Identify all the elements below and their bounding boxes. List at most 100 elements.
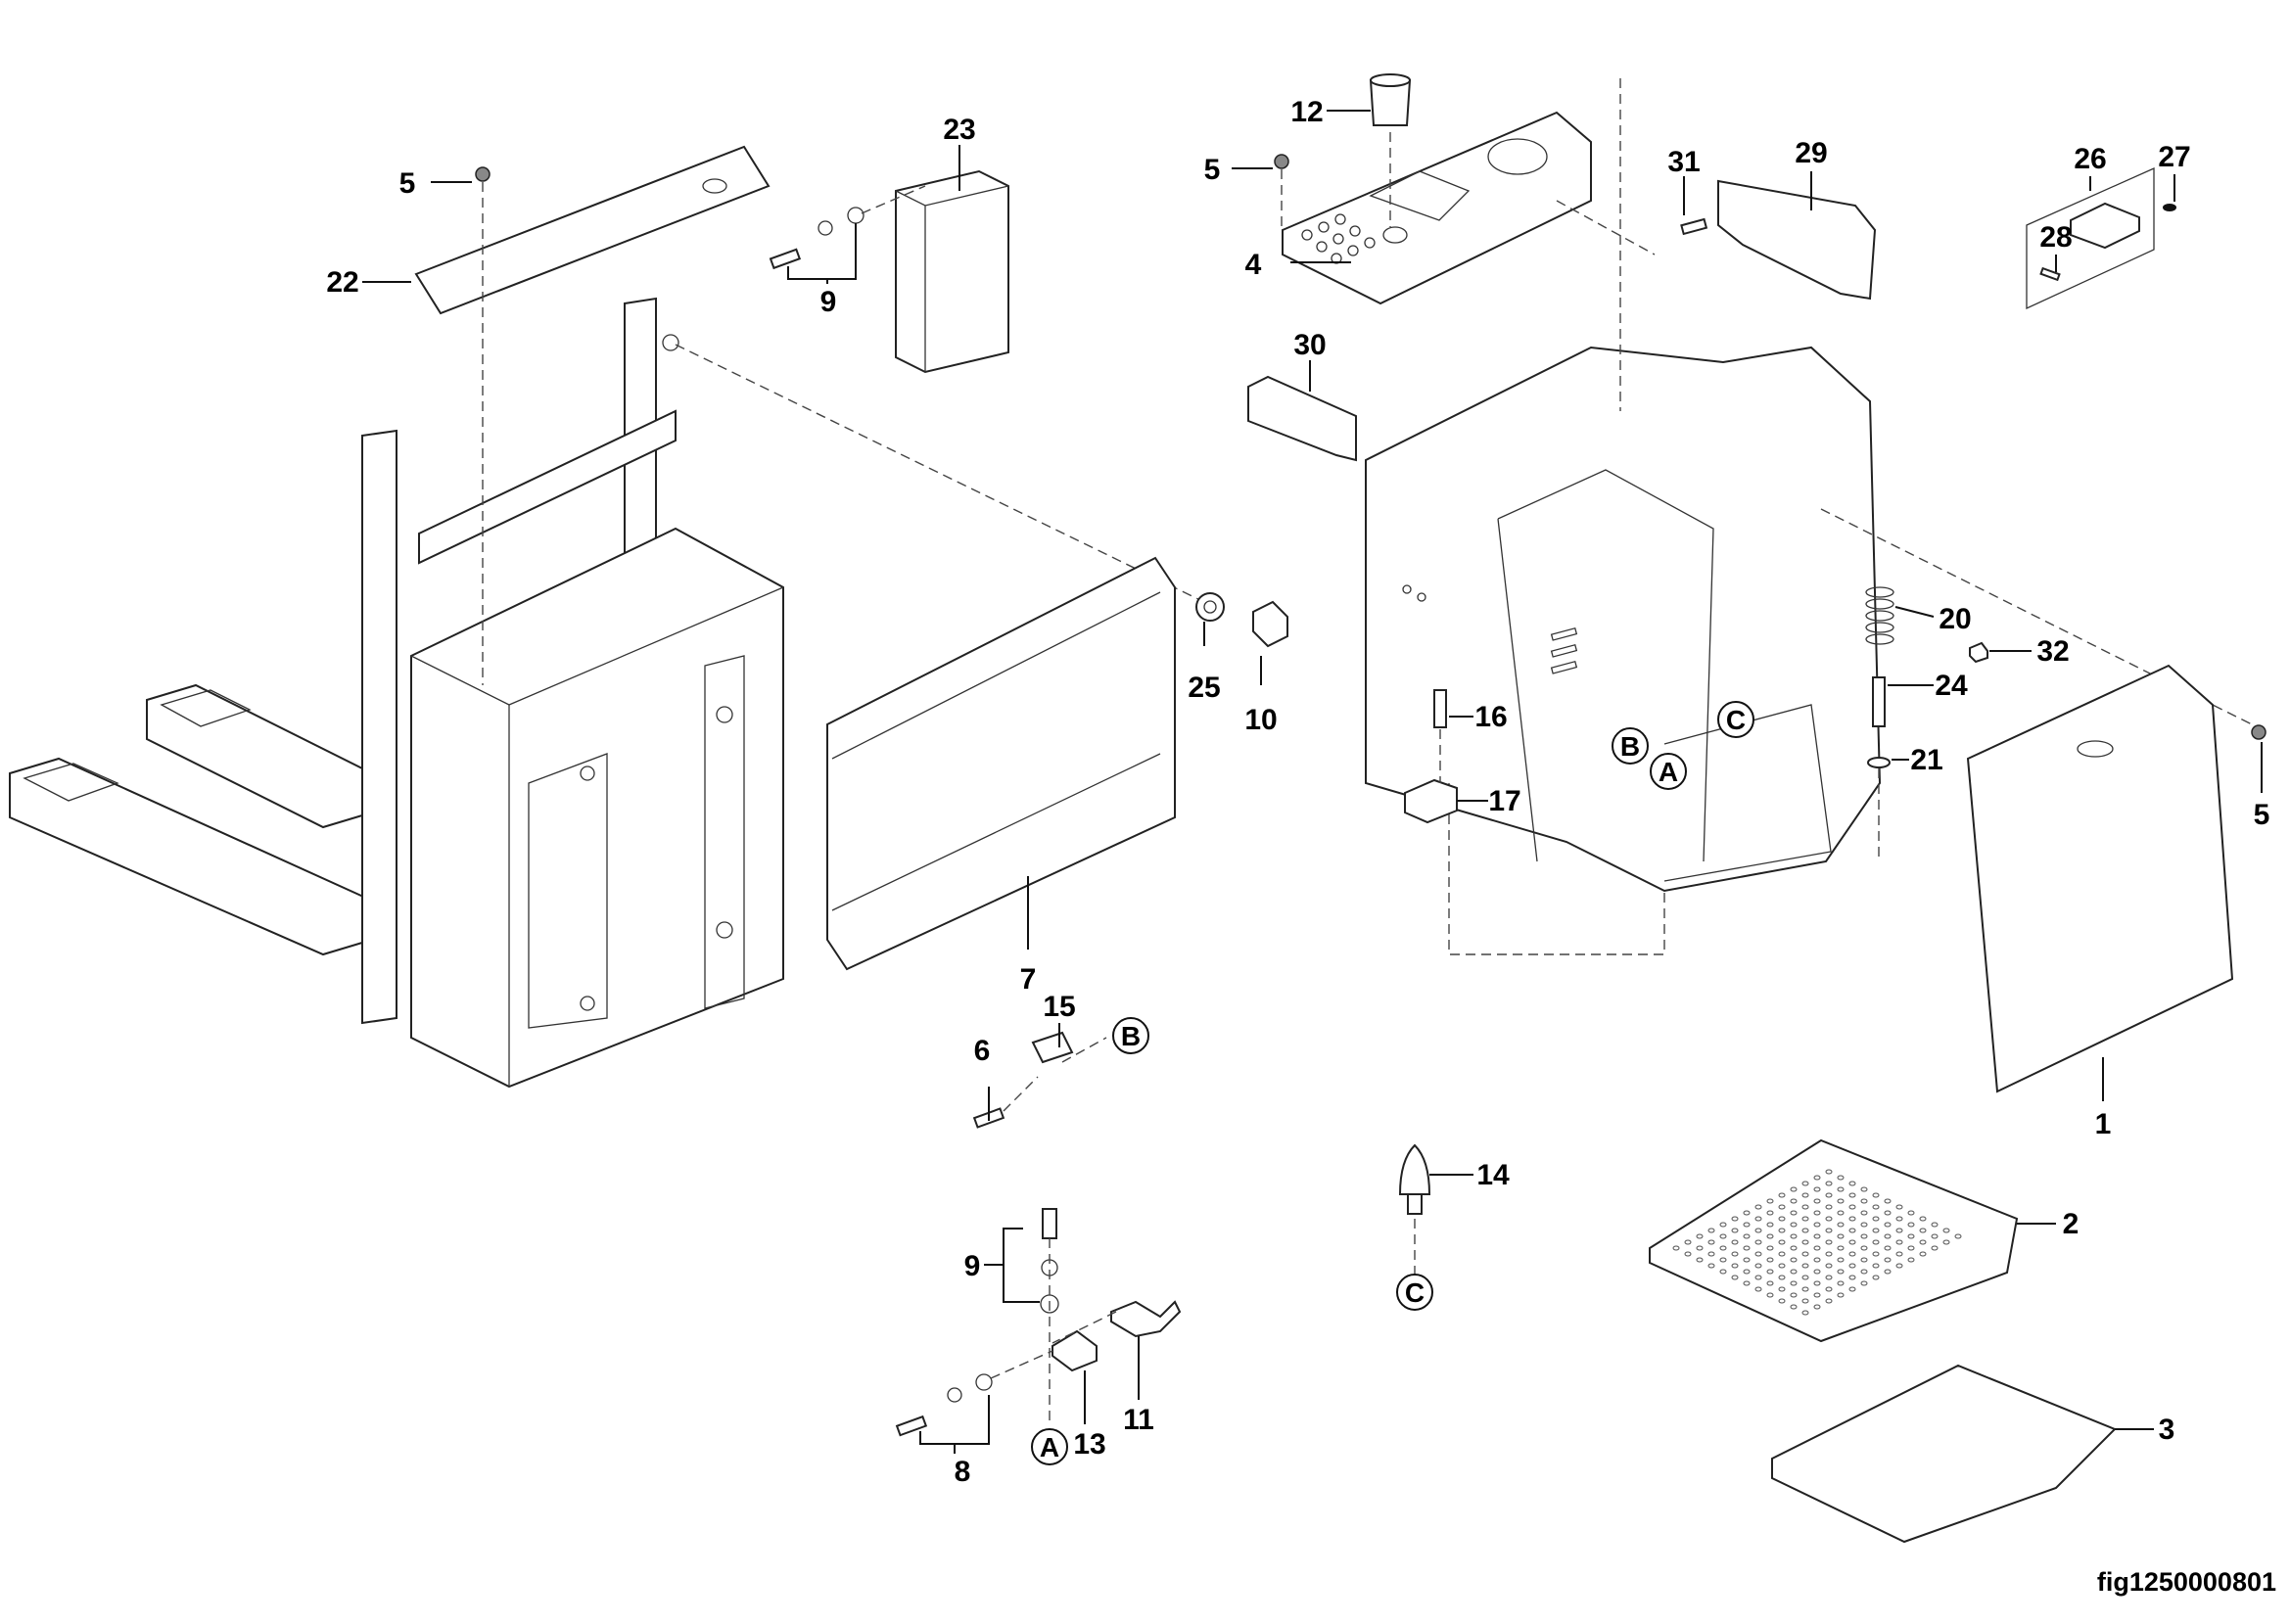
callout-30: 30 [1293, 329, 1326, 361]
callout-4: 4 [1245, 249, 1262, 281]
part-3-floor-plate [1771, 1364, 2117, 1544]
part-22-top-plate [414, 145, 771, 315]
part-10-nut [1252, 600, 1288, 648]
washer [847, 207, 865, 224]
callout-32: 32 [2036, 635, 2069, 668]
bolt-head [716, 706, 733, 723]
part-5-screw-top [1274, 154, 1289, 169]
mast-crossbar [418, 409, 677, 565]
washer-hole [1203, 600, 1217, 614]
assembly-line [990, 1350, 1053, 1379]
assembly-line [675, 344, 1205, 603]
operator-compartment [1365, 346, 1882, 893]
plate-hole [702, 178, 727, 194]
part-29-right-guard [1717, 179, 1877, 301]
fork-tip-left [23, 763, 119, 802]
figure-id: fig1250000801 [2096, 1567, 2276, 1597]
callout-27: 27 [2158, 141, 2190, 173]
part-16-cap-screw [1433, 689, 1447, 728]
assembly-line [1556, 200, 1656, 255]
callout-20: 20 [1939, 603, 1971, 635]
box-edges [895, 185, 1009, 372]
part-7-front-panel [826, 556, 1176, 971]
leader-lines [362, 110, 2263, 1454]
callout-5: 5 [1204, 154, 1221, 186]
callout-12: 12 [1290, 96, 1323, 128]
callout-25: 25 [1188, 672, 1220, 704]
ref-A-bracket: A [1031, 1428, 1068, 1465]
mast-rail-left [361, 429, 397, 1025]
callout-28: 28 [2039, 221, 2072, 254]
cover-recess [1369, 170, 1471, 221]
part-15-pin [1031, 1031, 1074, 1064]
assembly-line [1052, 1311, 1117, 1344]
cover-recess-right [1487, 138, 1548, 175]
part-8-screw [895, 1415, 928, 1437]
fork-right [146, 683, 373, 829]
assembly-line [861, 185, 926, 214]
callout-6: 6 [974, 1035, 991, 1067]
callout-2: 2 [2063, 1208, 2080, 1240]
washer [947, 1387, 962, 1403]
hole [1417, 592, 1426, 602]
assembly-line [1448, 783, 1665, 955]
part-11-switch [1110, 1300, 1182, 1338]
callout-24: 24 [1935, 670, 1968, 702]
bolt-head [716, 921, 733, 939]
carriage-plate [528, 753, 608, 1029]
callout-22: 22 [326, 266, 358, 299]
panel-hole [2077, 740, 2114, 758]
bolt-head [580, 766, 595, 781]
callout-3: 3 [2159, 1414, 2175, 1446]
part-9-screw-lower [1042, 1208, 1057, 1239]
part-17-block [1404, 778, 1458, 824]
assembly-line [1003, 1076, 1039, 1112]
washer [818, 220, 833, 236]
callout-5: 5 [399, 167, 416, 200]
callout-7: 7 [1020, 963, 1037, 996]
ref-letter: B [1620, 731, 1640, 762]
part-14-bumper [1398, 1143, 1431, 1195]
part-23-electrical-box [895, 169, 1009, 374]
cup-hole [1382, 226, 1408, 244]
callout-17: 17 [1488, 785, 1520, 817]
callout-14: 14 [1476, 1159, 1510, 1191]
fork-tip-right [160, 689, 252, 727]
bolt-head [580, 996, 595, 1011]
hole [1402, 584, 1412, 594]
part-28-pad [2039, 266, 2061, 282]
ref-letter: C [1726, 705, 1746, 735]
part-1-side-panel [1966, 664, 2234, 1093]
mast-fork-assembly [9, 297, 784, 1089]
callout-9: 9 [820, 286, 837, 318]
callout-9: 9 [964, 1250, 981, 1282]
part-9-screw-upper [769, 248, 802, 270]
callout-15: 15 [1043, 991, 1075, 1023]
compartment-inner [1497, 469, 1714, 862]
part-30-left-guard [1247, 375, 1357, 462]
callout-26: 26 [2074, 143, 2106, 175]
part-2-floor-mat [1649, 1138, 2019, 1343]
ref-letter: A [1659, 757, 1678, 787]
part-26-kit-block [2070, 202, 2140, 250]
ref-B-pin: B [1112, 1017, 1149, 1054]
washer [975, 1373, 993, 1391]
part-26-kit-frame [2026, 166, 2155, 310]
callout-21: 21 [1910, 744, 1942, 776]
callout-5: 5 [2254, 799, 2270, 831]
bolt-head [662, 334, 679, 351]
carriage-box [410, 527, 784, 1089]
assembly-line [1061, 1037, 1107, 1063]
part-25-washer [1195, 592, 1225, 622]
callout-16: 16 [1474, 701, 1507, 733]
part-31-screw [1680, 217, 1708, 236]
callout-8: 8 [955, 1456, 971, 1488]
panel-folds [831, 591, 1161, 911]
ref-letter: C [1405, 1277, 1425, 1308]
part-5-screw-right [2251, 724, 2267, 740]
part-32-clip [1969, 641, 1988, 664]
part-13-bracket [1052, 1329, 1098, 1372]
ref-C-bumper: C [1396, 1274, 1433, 1311]
